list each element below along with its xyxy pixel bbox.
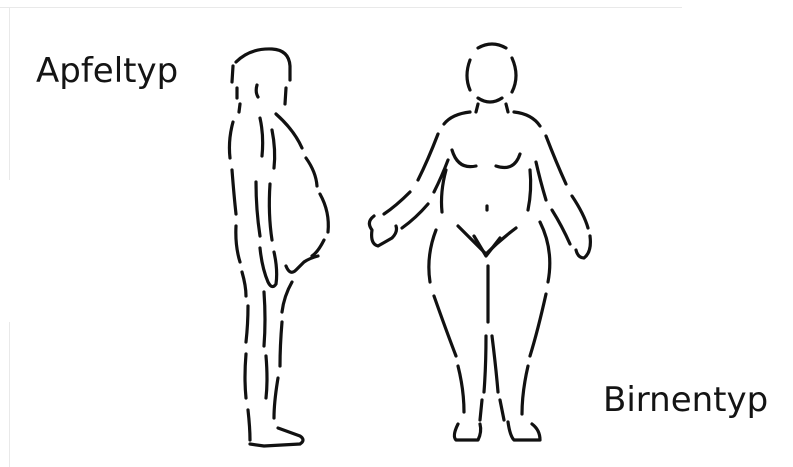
pear-head-right	[512, 58, 516, 92]
apple-forearm-back	[256, 182, 260, 236]
apple-hand	[260, 248, 277, 287]
apple-hip-front	[286, 256, 318, 272]
pear-hip-right	[540, 222, 550, 282]
pear-right-arm-outer	[546, 136, 566, 184]
apple-leg-inner-upper	[264, 292, 265, 346]
apple-leg-front-upper	[280, 322, 282, 366]
apple-belly-bottom	[312, 240, 324, 256]
pear-right-knee-outer	[522, 366, 528, 414]
pear-breast-right	[496, 154, 520, 168]
apple-leg-front-lower	[274, 378, 278, 418]
apple-head-outline	[236, 49, 290, 80]
pear-shoulder-right	[514, 112, 540, 126]
pear-torso-right	[528, 170, 531, 210]
apple-back-upper	[229, 122, 233, 158]
pear-left-hand	[369, 216, 396, 246]
pear-head-top	[478, 44, 506, 48]
pear-left-knee-outer	[458, 366, 464, 412]
pear-breast-left	[452, 150, 476, 167]
pear-neck-right	[506, 104, 508, 112]
pear-left-thigh-outer	[434, 296, 456, 356]
pear-left-knee-inner	[484, 336, 486, 392]
apple-buttock	[242, 272, 246, 296]
apple-type-figure	[229, 49, 328, 446]
apple-belly-upper	[306, 158, 317, 186]
pear-type-figure	[369, 44, 590, 440]
pear-head-left	[467, 60, 470, 90]
apple-forearm-front	[269, 184, 272, 240]
pear-right-arm-inner	[536, 162, 546, 200]
apple-neck-back	[239, 104, 240, 112]
apple-arm-front	[272, 130, 275, 168]
apple-foot	[250, 428, 303, 446]
apple-jaw	[285, 88, 286, 104]
apple-leg-back-upper	[246, 306, 248, 342]
pear-hip-left	[429, 230, 436, 282]
apple-calf-back	[248, 410, 250, 440]
apple-belly-lower	[320, 194, 328, 232]
apple-chest	[276, 114, 302, 148]
apple-leg-back-lower	[245, 354, 246, 398]
pear-right-forearm-inner	[552, 210, 570, 244]
pear-pelvis	[458, 226, 516, 254]
pear-shoulder-left	[444, 112, 470, 124]
pear-left-arm-outer	[418, 134, 438, 180]
apple-ear	[256, 85, 258, 97]
pear-left-shin-inner	[480, 400, 482, 420]
pear-left-forearm-inner	[402, 204, 428, 228]
apple-head-back	[232, 66, 233, 82]
pear-right-shin-inner	[500, 400, 504, 420]
apple-back-mid	[232, 170, 236, 214]
pear-right-forearm-outer	[572, 196, 588, 228]
pear-right-foot	[508, 422, 540, 440]
pear-chin	[478, 98, 502, 102]
apple-thigh-front	[282, 282, 292, 312]
pear-right-thigh-inner	[492, 336, 498, 392]
pear-right-hand	[576, 236, 590, 258]
pear-left-foot	[454, 424, 480, 440]
pear-right-thigh-outer	[530, 294, 546, 356]
apple-back-lower	[236, 226, 240, 262]
pear-neck-left	[476, 104, 478, 112]
pear-left-forearm-outer	[384, 192, 410, 214]
apple-arm-back	[260, 118, 263, 156]
apple-leg-inner-lower	[266, 356, 267, 398]
